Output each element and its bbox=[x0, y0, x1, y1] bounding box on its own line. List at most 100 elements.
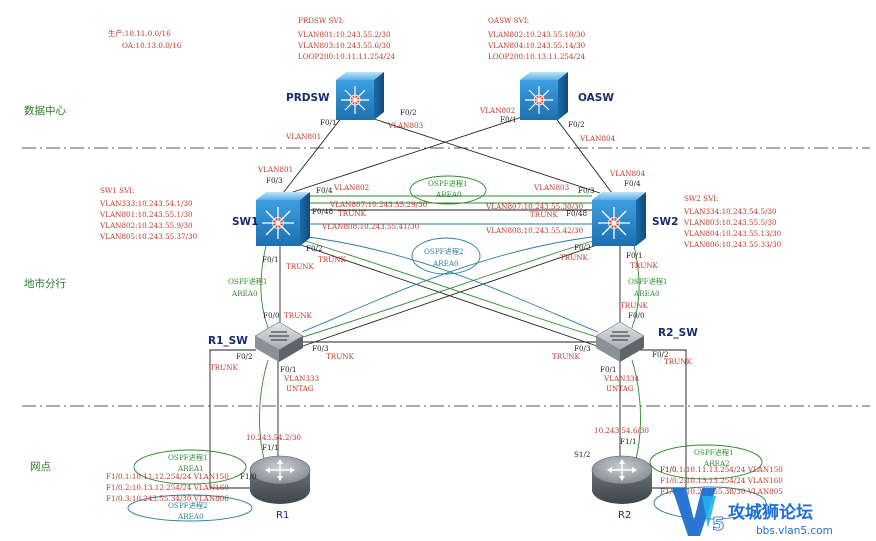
ospf-r1-title: OSPF进程1 bbox=[168, 453, 208, 462]
ospf-r2-title: OSPF进程1 bbox=[694, 448, 734, 457]
link-prdsw-sw1 bbox=[282, 116, 343, 194]
link-r1sw-r1 bbox=[209, 349, 258, 489]
ospf-ellipse-r2 bbox=[649, 444, 763, 480]
sw1-switch-icon[interactable] bbox=[256, 192, 310, 246]
r1sw-trunk-f02: TRUNK bbox=[210, 363, 239, 372]
r2sw-switch-icon[interactable] bbox=[595, 321, 645, 362]
r1-subif: F1/0.3:10.243.55.34/30 VLAN806 bbox=[106, 494, 229, 503]
r2sw-trunk-f03: TRUNK bbox=[552, 352, 581, 361]
r2sw-port-f01: F0/1 bbox=[600, 365, 617, 374]
ospf-r2sw-title: OSPF进程1 bbox=[628, 277, 668, 286]
sw1-svi-line: VLAN801:10.243.55.1/30 bbox=[99, 210, 193, 219]
oasw-vlan804: VLAN804 bbox=[579, 134, 616, 143]
r2sw-vlan: VLAN334 bbox=[603, 374, 640, 383]
ospf-curve-r2-green bbox=[631, 359, 641, 467]
link-sw2-r1sw bbox=[299, 243, 601, 348]
ospf-r1-area: AREA1 bbox=[177, 464, 204, 473]
sw2-trunk-f02: TRUNK bbox=[560, 253, 589, 262]
oasw-name: OASW bbox=[578, 92, 614, 104]
sw1-trunk-f02: TRUNK bbox=[318, 255, 347, 264]
watermark-title: 攻城狮论坛 bbox=[728, 502, 813, 523]
sw2-svi-line: VLAN804:10.243.55.13/30 bbox=[683, 229, 782, 238]
r1sw-name: R1_SW bbox=[208, 335, 248, 347]
r1sw-trunk-f03: TRUNK bbox=[326, 352, 355, 361]
link-r2sw-r2 bbox=[640, 349, 687, 489]
prdsw-svi-line: LOOP200:10.11.11.254/24 bbox=[298, 52, 396, 61]
oasw-vlan802: VLAN802 bbox=[479, 106, 515, 115]
sw2-svi-line: VLAN803:10.243.55.5/30 bbox=[683, 218, 777, 227]
r2-port-s12: S1/2 bbox=[574, 450, 591, 459]
prdsw-switch-icon[interactable] bbox=[336, 72, 384, 120]
sw1-svi-line: VLAN802:10.243.55.9/30 bbox=[99, 221, 193, 230]
sw1-trunk-f01: TRUNK bbox=[286, 262, 315, 271]
r1sw-port-f02: F0/2 bbox=[236, 352, 253, 361]
oasw-port-f01: F0/1 bbox=[500, 115, 517, 124]
prdsw-port-f01: F0/1 bbox=[320, 118, 337, 127]
r1-subif: F1/0.2:10.13.12.254/24 VLAN160 bbox=[106, 483, 229, 492]
ospf-r2-area: AREA2 bbox=[703, 459, 730, 468]
ospf-curve-sw1-r1sw bbox=[260, 245, 269, 329]
r1sw-port-f03: F0/3 bbox=[312, 344, 329, 353]
oasw-svi-title: OASW SVI: bbox=[488, 16, 529, 25]
ospf-r2sw-area: AREA0 bbox=[633, 289, 660, 298]
ospf-curve-sw2-r2sw bbox=[631, 245, 640, 329]
ospf-ellipse-top bbox=[409, 175, 487, 205]
sw1-vlan802: VLAN802 bbox=[333, 183, 369, 192]
sw2-svi-line: VLAN334:10.243.54.5/30 bbox=[683, 207, 777, 216]
sw2-vlan807: VLAN807:10.243.55.30/30 bbox=[485, 202, 584, 211]
sw1-name: SW1 bbox=[232, 216, 258, 228]
ospf-r1-area-2: AREA0 bbox=[177, 512, 204, 521]
sw2-svi-title: SW2 SVI: bbox=[684, 194, 719, 203]
sw2-trunk-f048: TRUNK bbox=[530, 210, 559, 219]
sw1-port-f01: F0/1 bbox=[262, 255, 279, 264]
zone-label-city-branch: 地市分行 bbox=[24, 277, 66, 290]
ospf-curve-r1-green bbox=[259, 359, 269, 467]
svg-text:5: 5 bbox=[712, 514, 725, 535]
ospf-ellipse-r1 bbox=[133, 449, 247, 485]
link-oasw-sw2 bbox=[554, 116, 613, 194]
prdsw-vlan803: VLAN803 bbox=[387, 121, 424, 130]
ospf-top-title: OSPF进程1 bbox=[428, 179, 468, 188]
r2sw-port-f02: F0/2 bbox=[652, 350, 669, 359]
r2sw-trunk-f00: TRUNK bbox=[620, 301, 649, 310]
oasw-svi-line: VLAN804:10.243.55.14/30 bbox=[487, 41, 586, 50]
r1sw-untag: UNTAG bbox=[286, 384, 314, 393]
sw2-vlan808: VLAN808:10.243.55.42/30 bbox=[485, 226, 584, 235]
r1sw-switch-icon[interactable] bbox=[254, 321, 304, 362]
oasw-svi-line: VLAN802:10.243.55.10/30 bbox=[487, 30, 586, 39]
sw2-vlan804: VLAN804 bbox=[609, 169, 646, 178]
sw2-trunk-f01: TRUNK bbox=[630, 261, 659, 270]
sw2-name: SW2 bbox=[652, 216, 678, 228]
r2-subif: F1/0.1:10.11.13.254/24 VLAN150 bbox=[660, 465, 783, 474]
oasw-switch-icon[interactable] bbox=[520, 72, 568, 120]
watermark-url[interactable]: bbs.vlan5.com bbox=[756, 525, 833, 537]
r2-subif: F1/0.3:10.243.55.38/30 VLAN805 bbox=[660, 487, 783, 496]
links bbox=[209, 116, 687, 489]
ospf-curve-blue-a bbox=[299, 235, 599, 333]
zone-label-datacenter: 数据中心 bbox=[24, 104, 66, 117]
sw2-port-f04: F0/4 bbox=[624, 179, 641, 188]
prdsw-svi-line: VLAN801:10.243.55.2/30 bbox=[297, 30, 391, 39]
r1sw-port-f00: F0/0 bbox=[263, 311, 280, 320]
zone-label-site: 网点 bbox=[30, 461, 51, 473]
sw2-port-f02: F0/2 bbox=[574, 243, 591, 252]
sw1-trunk-f048: TRUNK bbox=[338, 209, 367, 218]
watermark-logo: 5 bbox=[672, 488, 725, 536]
sw2-switch-icon[interactable] bbox=[592, 192, 646, 246]
link-oasw-sw1 bbox=[289, 116, 523, 194]
r2sw-trunk-f02: TRUNK bbox=[664, 357, 693, 366]
sw1-svi-line: VLAN333:10.243.54.1/30 bbox=[99, 199, 193, 208]
sw1-port-f03: F0/3 bbox=[266, 176, 283, 185]
ospf-ellipse-r1-2 bbox=[127, 494, 253, 522]
r2-router-icon[interactable] bbox=[591, 455, 653, 504]
sw1-vlan807: VLAN807:10.243.55.29/30 bbox=[329, 200, 428, 209]
sw2-port-f048: F0/48 bbox=[566, 209, 588, 218]
r2sw-name: R2_SW bbox=[658, 327, 698, 339]
r1-router-icon[interactable] bbox=[249, 455, 311, 504]
sw1-port-f02: F0/2 bbox=[306, 244, 323, 253]
prdsw-svi-title: PRDSW SVI: bbox=[298, 16, 344, 25]
prdsw-svi-line: VLAN803:10.243.55.6/30 bbox=[297, 41, 391, 50]
ospf-curve-green-b bbox=[299, 239, 597, 339]
